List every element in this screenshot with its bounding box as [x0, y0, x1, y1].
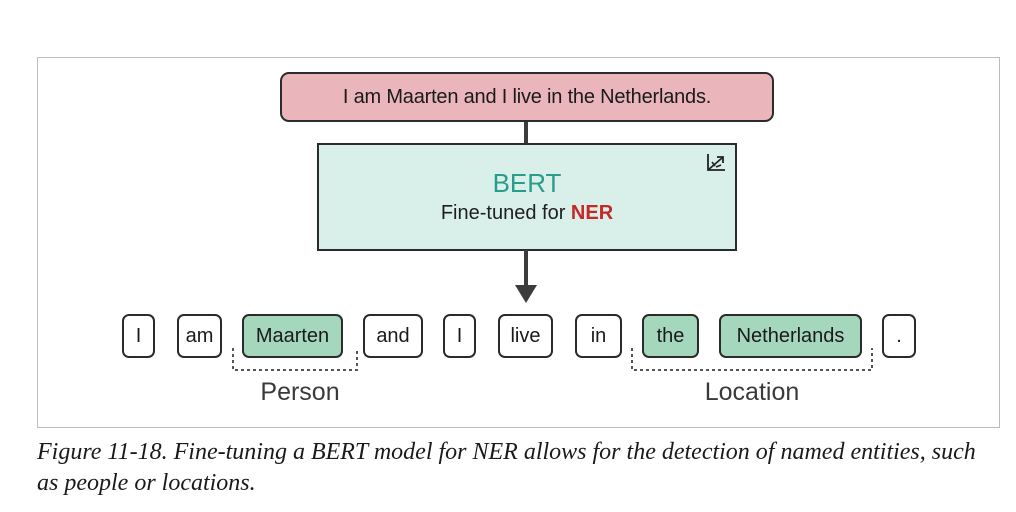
token-text: I [135, 324, 142, 347]
token-text: Maarten [255, 324, 330, 347]
token-text: am [185, 324, 214, 347]
figure-caption: Figure 11-18. Fine-tuning a BERT model f… [37, 439, 976, 496]
token-9: . [882, 314, 916, 358]
input-sentence-text: I am Maarten and I live in the Netherlan… [342, 85, 712, 108]
token-6: in [575, 314, 622, 358]
token-0: I [122, 314, 155, 358]
model-task-label: NER [570, 202, 614, 224]
entity-label-person: Person [260, 378, 340, 406]
input-sentence-box: I am Maarten and I live in the Netherlan… [280, 72, 774, 122]
person-entity-bracket [232, 348, 358, 371]
model-name: BERT [492, 168, 562, 198]
token-1: am [177, 314, 222, 358]
token-text: in [590, 324, 607, 347]
token-text: live [510, 324, 541, 347]
token-3: and [363, 314, 423, 358]
output-arrow [515, 250, 537, 303]
input-connector-line [524, 120, 528, 146]
model-box: BERT Fine-tuned for NER [317, 143, 737, 251]
model-subtitle: Fine-tuned for NER [441, 199, 613, 227]
token-text: I [456, 324, 463, 347]
entity-label-location: Location [704, 378, 800, 406]
fine-tune-icon [707, 154, 725, 171]
token-8: Netherlands [719, 314, 862, 358]
token-text: the [656, 324, 685, 347]
token-text: Netherlands [736, 324, 845, 347]
token-text: and [376, 324, 410, 347]
token-2: Maarten [242, 314, 343, 358]
token-text: . [896, 324, 902, 347]
model-subtitle-prefix: Fine-tuned for [440, 202, 571, 224]
location-entity-bracket [631, 348, 873, 371]
figure-frame [37, 57, 1000, 428]
token-7: the [642, 314, 699, 358]
token-4: I [443, 314, 476, 358]
token-5: live [498, 314, 553, 358]
